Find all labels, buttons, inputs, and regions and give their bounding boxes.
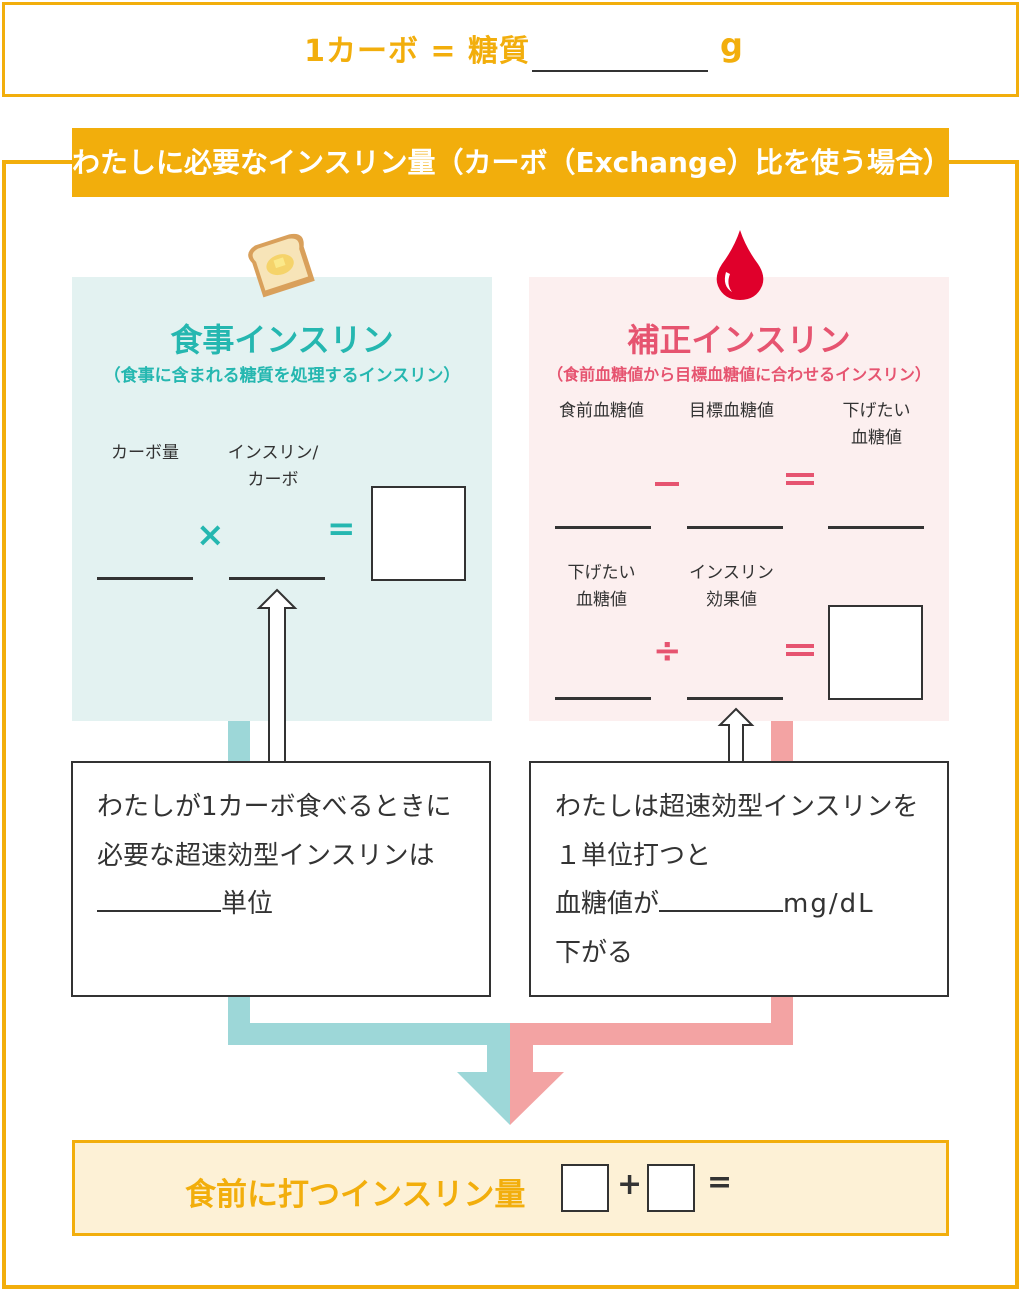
correction-up-arrow [717, 707, 755, 763]
total-insulin-label: 食前に打つインスリン量 [185, 1177, 526, 1213]
total-insulin-box: 食前に打つインスリン量 + = [72, 1140, 949, 1236]
meal-insulin-answer-box[interactable] [371, 486, 466, 581]
carb-amount-label: カーボ量 [111, 443, 179, 463]
carb-definition-label: 1カーボ = 糖質 [304, 34, 530, 69]
times-sign: × [196, 515, 225, 555]
correction-insulin-answer-box[interactable] [828, 605, 923, 700]
lower-glucose-blank-2[interactable] [555, 697, 651, 700]
meal-up-arrow [256, 588, 298, 763]
ratio-blank[interactable] [229, 577, 325, 580]
correction-note-line1: わたしは超速効型インスリンを [555, 792, 919, 822]
insulin-effect-label-line2: 効果値 [706, 590, 757, 610]
correction-flow-arrow [510, 721, 793, 1125]
target-glucose-label: 目標血糖値 [689, 401, 774, 421]
carb-grams-blank[interactable] [532, 70, 708, 72]
ratio-label-line1: インスリン/ [227, 443, 319, 463]
correction-note-line4: 下がる [555, 937, 634, 968]
pre-meal-glucose-label: 食前血糖値 [559, 401, 644, 421]
carb-definition-box [2, 2, 1019, 97]
meal-flow-arrow [228, 721, 510, 1125]
lower-glucose-label-2-line2: 血糖値 [576, 590, 627, 610]
meal-note-unit: 単位 [221, 889, 274, 919]
grams-unit: g [720, 26, 743, 64]
lower-glucose-blank[interactable] [828, 526, 924, 529]
plus-sign: + [617, 1167, 643, 1202]
correction-insulin-title: 補正インスリン [627, 321, 851, 359]
insulin-effect-label-line1: インスリン [689, 563, 774, 583]
blood-drop-icon [716, 230, 764, 300]
minus-sign: − [655, 482, 679, 486]
correction-insulin-panel: 補正インスリン （食前血糖値から目標血糖値に合わせるインスリン） 食前血糖値 目… [529, 277, 949, 721]
mgdl-unit: mg/dL [783, 889, 875, 919]
ratio-label: インスリン/カーボ [218, 440, 328, 494]
meal-note-line1: わたしが1カーボ食べるときに [97, 792, 452, 822]
target-glucose-blank[interactable] [687, 526, 783, 529]
meal-insulin-title: 食事インスリン [170, 321, 394, 359]
carb-amount-blank[interactable] [97, 577, 193, 580]
units-blank[interactable] [97, 884, 221, 912]
insulin-effect-label: インスリン効果値 [679, 560, 784, 614]
equals-sign-2 [786, 644, 814, 656]
meal-insulin-result-box[interactable] [561, 1164, 609, 1212]
lower-glucose-label-line1: 下げたい [842, 401, 911, 421]
equals-sign [786, 473, 814, 485]
toast-icon [248, 233, 315, 298]
correction-note-line3: 血糖値が [555, 889, 660, 919]
meal-note-box: わたしが1カーボ食べるときに 必要な超速効型インスリンは 単位 [71, 761, 491, 997]
lower-glucose-label-line2: 血糖値 [851, 428, 902, 448]
correction-note-line2: １単位打つと [555, 840, 712, 871]
result-equals-sign: = [707, 1165, 733, 1200]
meal-insulin-subtitle: （食事に含まれる糖質を処理するインスリン） [103, 366, 461, 386]
meal-insulin-panel: 食事インスリン （食事に含まれる糖質を処理するインスリン） カーボ量 インスリン… [72, 277, 492, 721]
insulin-effect-blank[interactable] [687, 697, 783, 700]
correction-insulin-subtitle: （食前血糖値から目標血糖値に合わせるインスリン） [547, 365, 931, 384]
meal-note-line2: 必要な超速効型インスリンは [97, 840, 435, 871]
section-title: わたしに必要なインスリン量（カーボ（Exchange）比を使う場合） [72, 128, 951, 197]
effect-value-blank[interactable] [659, 884, 784, 912]
lower-glucose-label-2-line1: 下げたい [567, 563, 636, 583]
ratio-label-line2: カーボ [247, 470, 299, 490]
correction-note-box: わたしは超速効型インスリンを １単位打つと 血糖値が mg/dL 下がる [529, 761, 949, 997]
correction-insulin-result-box[interactable] [647, 1164, 695, 1212]
pre-meal-glucose-blank[interactable] [555, 526, 651, 529]
lower-glucose-label: 下げたい血糖値 [824, 398, 929, 452]
equals-sign: = [327, 509, 356, 549]
lower-glucose-label-2: 下げたい血糖値 [549, 560, 654, 614]
divide-sign: ÷ [653, 631, 682, 671]
